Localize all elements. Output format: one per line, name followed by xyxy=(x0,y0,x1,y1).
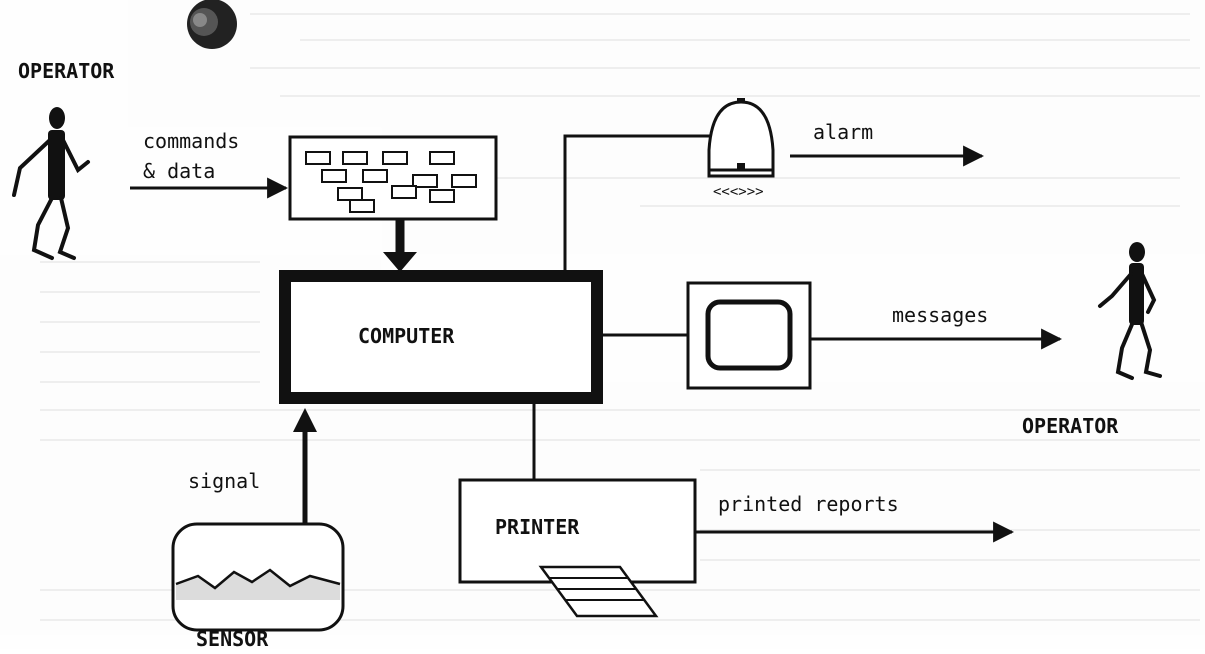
keyboard-icon xyxy=(290,137,496,219)
data-label: & data xyxy=(143,159,215,183)
printed-reports-label: printed reports xyxy=(718,492,899,516)
alarm-bell-icon: <<<>>> xyxy=(709,98,773,200)
signal-label: signal xyxy=(188,469,260,493)
monitor-icon xyxy=(688,283,810,388)
printer-label: PRINTER xyxy=(495,515,580,539)
operator-right-label: OPERATOR xyxy=(1022,414,1119,438)
sensor-label: SENSOR xyxy=(196,627,269,649)
clock-icon xyxy=(187,0,237,49)
commands-label: commands xyxy=(143,129,239,153)
computer-label: COMPUTER xyxy=(358,324,455,348)
operator-left-label: OPERATOR xyxy=(18,59,115,83)
computer-box: COMPUTER xyxy=(285,276,597,398)
alarm-display-text: <<<>>> xyxy=(713,184,764,200)
messages-label: messages xyxy=(892,303,988,327)
alarm-label: alarm xyxy=(813,120,873,144)
sensor-icon xyxy=(173,524,343,630)
